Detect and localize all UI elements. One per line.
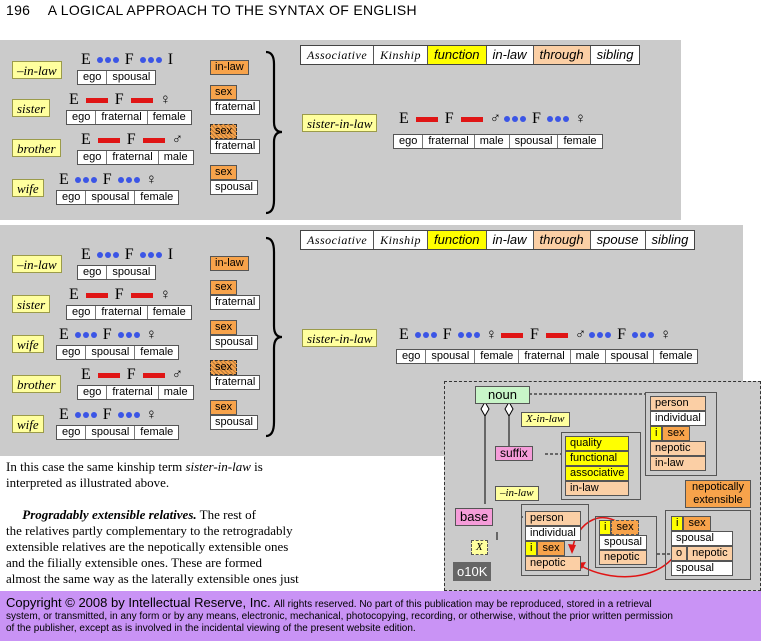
- header-row: Associative Kinship function in-law thro…: [300, 230, 696, 250]
- term-brother: brother: [12, 375, 61, 393]
- x-in-law-node: X-in-law: [521, 412, 570, 427]
- term-in-law: –in-law: [12, 255, 62, 273]
- paragraph-2: Progradably extensible relatives. The re…: [6, 507, 299, 586]
- book-title: A LOGICAL APPROACH TO THE SYNTAX OF ENGL…: [47, 2, 417, 18]
- rights-notice: All rights reserved. No part of this pub…: [273, 599, 652, 610]
- tag-sex-optional: sex: [210, 360, 238, 375]
- result-term: sister-in-law: [302, 114, 378, 132]
- in-law-node: –in-law: [495, 486, 539, 501]
- term-brother: brother: [12, 139, 61, 157]
- tag-sex: sex: [210, 85, 238, 100]
- paragraph-1: In this case the same kinship term siste…: [6, 459, 263, 490]
- copyright-notice: Copyright © 2008 by Intellectual Reserve…: [6, 595, 271, 610]
- term-wife: wife: [12, 415, 44, 433]
- suffix-node: suffix: [495, 446, 533, 461]
- attribute-list: quality functional associative in-law: [565, 436, 630, 496]
- right-attribute-box: [665, 510, 751, 580]
- mid-attribute-box: [595, 516, 657, 568]
- structure-diagram: noun X-in-law suffix –in-law base X o10K…: [444, 381, 761, 591]
- code-label: o10K: [453, 562, 492, 581]
- tag-sex: sex: [210, 400, 238, 415]
- feature-fraternal: fraternal: [210, 139, 261, 154]
- tag-sex: sex: [210, 165, 238, 180]
- base-node: base: [455, 508, 494, 526]
- tag-sex: sex: [210, 320, 238, 335]
- rights-notice-3: of the publisher, except as is involved …: [6, 623, 416, 634]
- feature-fraternal: fraternal: [210, 295, 261, 310]
- base-attribute-box: [521, 504, 589, 576]
- person-box: [645, 392, 717, 476]
- feature-spousal: spousal: [210, 415, 258, 430]
- term-wife: wife: [12, 179, 44, 197]
- result-term: sister-in-law: [302, 329, 378, 347]
- brace: [265, 50, 283, 215]
- term-wife: wife: [12, 335, 44, 353]
- feature-spousal: spousal: [210, 335, 258, 350]
- x-node: X: [471, 540, 488, 555]
- feature-spousal: spousal: [210, 180, 258, 195]
- header-row: Associative Kinship function in-law thro…: [300, 45, 641, 65]
- running-header: 196 A LOGICAL APPROACH TO THE SYNTAX OF …: [6, 2, 417, 18]
- paragraph-heading: Progradably extensible relatives.: [22, 507, 197, 522]
- feature-fraternal: fraternal: [210, 100, 261, 115]
- noun-node: noun: [475, 386, 530, 404]
- tag-sex: sex: [210, 280, 238, 295]
- tag-in-law: in-law: [210, 60, 249, 75]
- rights-notice-2: system, or transmitted, in any form or b…: [6, 611, 673, 622]
- tag-in-law: in-law: [210, 256, 249, 271]
- page-number: 196: [6, 2, 31, 18]
- feature-fraternal: fraternal: [210, 375, 261, 390]
- term-sister: sister: [12, 99, 51, 117]
- brace: [265, 236, 283, 438]
- copyright-footer: Copyright © 2008 by Intellectual Reserve…: [0, 591, 761, 641]
- term-in-law: –in-law: [12, 61, 62, 79]
- tag-sex-optional: sex: [210, 124, 238, 139]
- term-sister: sister: [12, 295, 51, 313]
